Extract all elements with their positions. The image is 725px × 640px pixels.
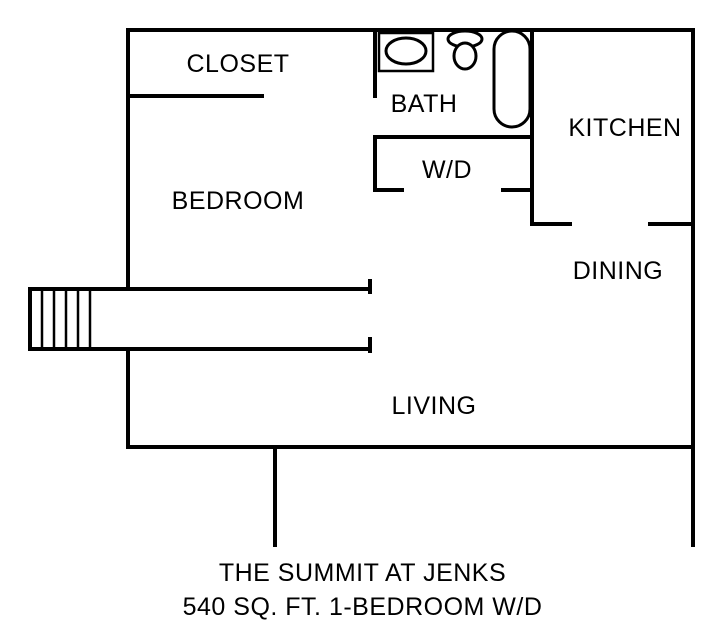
- room-label-kitchen: KITCHEN: [568, 114, 681, 142]
- room-label-bedroom: BEDROOM: [172, 187, 305, 215]
- kitchen-walls: [530, 28, 695, 226]
- bathroom: [373, 28, 534, 139]
- bathtub: [492, 29, 532, 129]
- room-label-closet: CLOSET: [186, 50, 289, 78]
- entry-hallway: [28, 279, 372, 353]
- room-label-bath: BATH: [391, 90, 458, 118]
- room-label-dining: DINING: [573, 257, 664, 285]
- room-label-wd: W/D: [422, 156, 472, 184]
- outer-walls: [126, 28, 695, 547]
- room-label-living: LIVING: [392, 392, 477, 420]
- caption-property-name: THE SUMMIT AT JENKS: [218, 559, 507, 587]
- wd-closet: [373, 135, 534, 192]
- toilet-bowl: [452, 41, 478, 71]
- caption-unit-details: 540 SQ. FT. 1-BEDROOM W/D: [182, 593, 543, 621]
- sink: [384, 36, 428, 66]
- vanity: [377, 31, 435, 73]
- stairs: [40, 289, 92, 349]
